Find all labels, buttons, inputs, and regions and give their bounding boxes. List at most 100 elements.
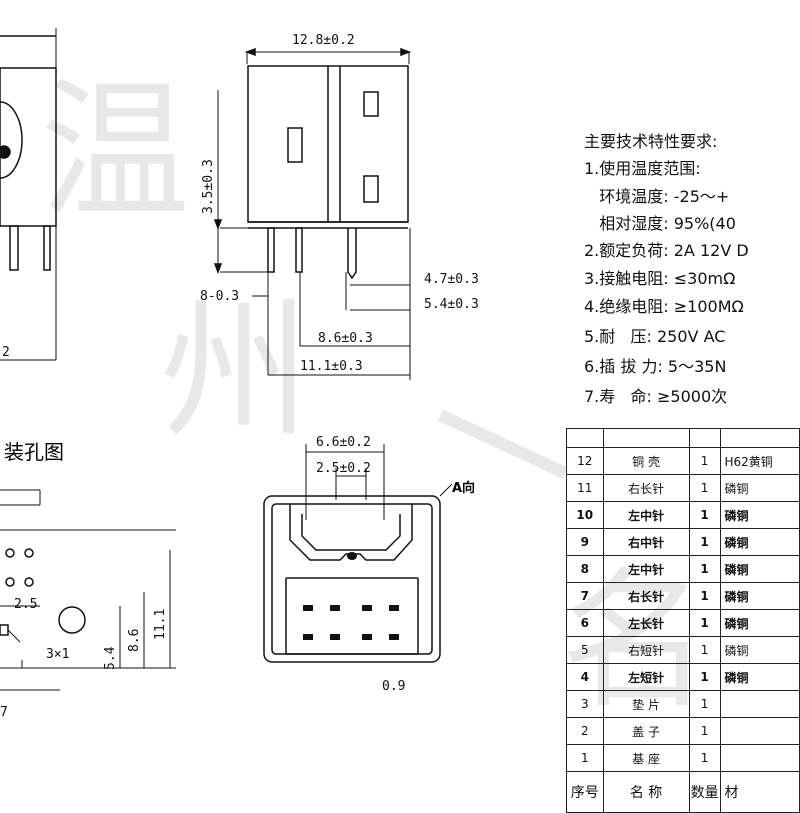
spec-item-1b: 相对湿度: 95%(40: [584, 214, 736, 233]
spec-item-5: 5.耐 压: 250V AC: [584, 327, 726, 346]
front-outer-dim: 6.6±0.2: [316, 435, 371, 450]
dim-c-label: 8.6±0.3: [318, 331, 373, 346]
part-number: 3: [566, 690, 604, 718]
part-number: 2: [566, 717, 604, 745]
part-name: 盖 子: [602, 717, 690, 745]
part-material: 磷铜: [719, 636, 800, 664]
part-material: 磷铜: [719, 528, 800, 556]
front-arrow-label: A向: [452, 480, 475, 496]
footer-no: 序号: [566, 771, 604, 813]
footer-material: 材: [719, 771, 800, 813]
part-number: 1: [566, 744, 604, 772]
part-material: [719, 717, 800, 745]
part-name: 右中针: [602, 528, 690, 556]
part-name: 基 座: [602, 744, 690, 772]
part-name: 右短针: [602, 636, 690, 664]
part-number: 11: [566, 474, 604, 502]
part-qty: 1: [688, 609, 721, 637]
part-qty: 1: [688, 744, 721, 772]
part-qty: 1: [688, 555, 721, 583]
part-qty: 1: [688, 447, 721, 475]
part-number: 9: [566, 528, 604, 556]
spec-item-3: 3.接触电阻: ≤30mΩ: [584, 269, 736, 288]
part-qty: 1: [688, 636, 721, 664]
specs-title: 主要技术特性要求:: [584, 132, 718, 151]
hole-dim-7: 7: [0, 705, 8, 720]
part-number: 6: [566, 609, 604, 637]
spec-item-2: 2.额定负荷: 2A 12V D: [584, 241, 749, 260]
part-name: 垫 片: [602, 690, 690, 718]
spec-item-6: 6.插 拔 力: 5～35N: [584, 357, 727, 376]
part-number: 7: [566, 582, 604, 610]
hole-view-title: 装孔图: [4, 440, 64, 464]
part-name: 左中针: [602, 555, 690, 583]
part-material: 磷铜: [719, 474, 800, 502]
front-view-pin-slots: [303, 552, 399, 640]
front-inner-dim: 2.5±0.2: [316, 461, 371, 476]
table-header-spacer: [566, 428, 800, 448]
part-name: 左中针: [602, 501, 690, 529]
hole-pitch-label: 2.5: [14, 597, 37, 612]
width-dim-label: 12.8±0.2: [292, 33, 355, 48]
part-qty: 1: [688, 528, 721, 556]
part-qty: 1: [688, 663, 721, 691]
spec-item-1: 1.使用温度范围:: [584, 159, 701, 178]
part-material: 磷铜: [719, 501, 800, 529]
part-qty: 1: [688, 501, 721, 529]
height-dim-label: 3.5±0.3: [201, 159, 216, 214]
front-pin-dim: 0.9: [382, 679, 405, 694]
part-material: 磷铜: [719, 555, 800, 583]
dim-d-label: 11.1±0.3: [300, 359, 363, 374]
part-qty: 1: [688, 717, 721, 745]
hole-dim-111: 11.1: [153, 609, 168, 640]
part-number: 10: [566, 501, 604, 529]
footer-name: 名 称: [602, 771, 690, 813]
part-qty: 1: [688, 582, 721, 610]
spec-item-1a: 环境温度: -25～+: [584, 187, 730, 206]
footer-qty: 数量: [688, 771, 721, 813]
top-side-view: [213, 47, 412, 380]
spec-item-7: 7.寿 命: ≥5000次: [584, 387, 728, 406]
left-view-cut-dim: 2: [2, 345, 10, 360]
front-view: [263, 444, 453, 663]
part-qty: 1: [688, 690, 721, 718]
part-name: 右长针: [602, 474, 690, 502]
part-material: H62黄铜: [719, 447, 800, 475]
part-number: 8: [566, 555, 604, 583]
dim-b-label: 5.4±0.3: [424, 297, 479, 312]
dim-a-label: 4.7±0.3: [424, 272, 479, 287]
part-name: 右长针: [602, 582, 690, 610]
part-material: 磷铜: [719, 609, 800, 637]
left-dim-label: 8-0.3: [200, 289, 239, 304]
hole-dim-86: 8.6: [127, 629, 142, 652]
hole-layout-view: [0, 489, 176, 691]
part-number: 5: [566, 636, 604, 664]
part-material: [719, 690, 800, 718]
part-number: 12: [566, 447, 604, 475]
part-material: 磷铜: [719, 582, 800, 610]
part-name: 左长针: [602, 609, 690, 637]
spec-item-4: 4.绝缘电阻: ≥100MΩ: [584, 297, 744, 316]
part-material: [719, 744, 800, 772]
part-name: 铜 壳: [602, 447, 690, 475]
table-footer-row: 序号名 称数量材: [566, 771, 800, 813]
part-number: 4: [566, 663, 604, 691]
left-side-view: [0, 28, 57, 361]
hole-slot-label: 3×1: [46, 647, 69, 662]
part-material: 磷铜: [719, 663, 800, 691]
part-name: 左短针: [602, 663, 690, 691]
